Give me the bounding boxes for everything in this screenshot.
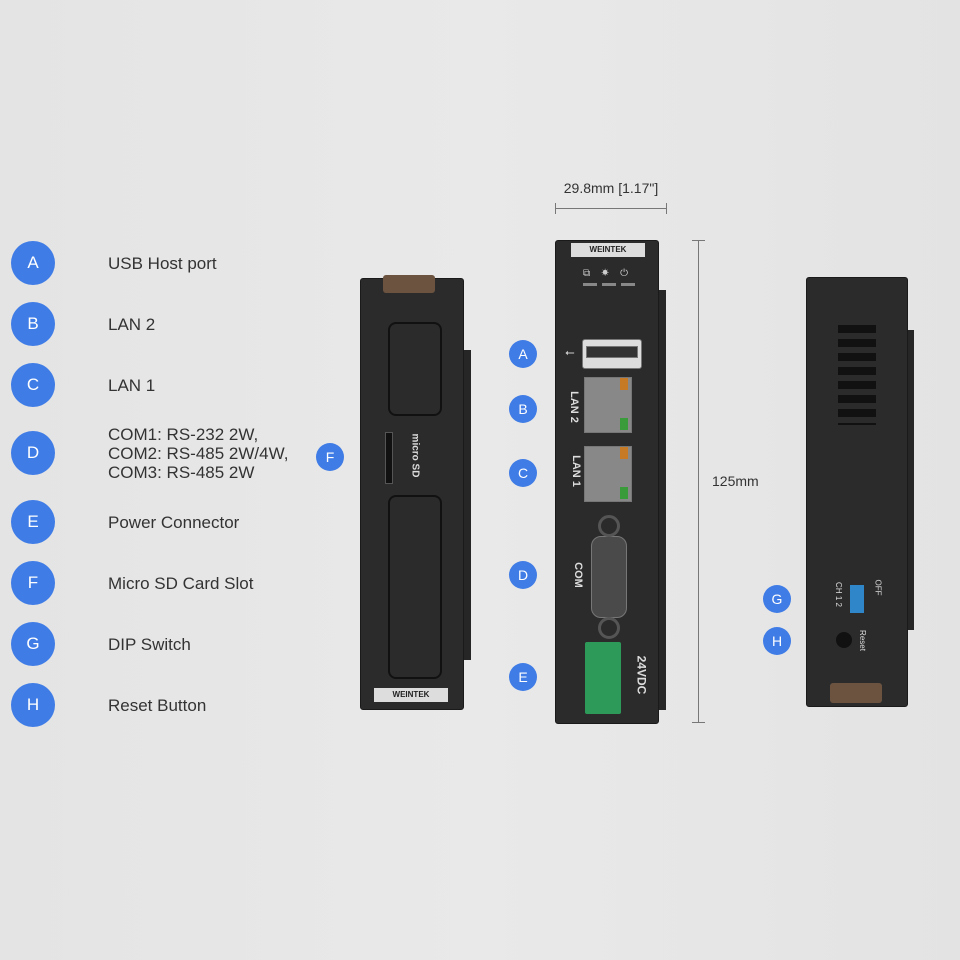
marker-a: A — [11, 241, 55, 285]
led — [620, 418, 628, 430]
led — [620, 447, 628, 459]
marker-c: C — [509, 459, 537, 487]
usb-icon: ⭠ — [565, 345, 575, 359]
led — [620, 487, 628, 499]
marker-e: E — [11, 500, 55, 544]
status-leds — [583, 283, 635, 286]
vent — [388, 322, 442, 416]
screw — [598, 515, 620, 537]
marker-g: G — [763, 585, 791, 613]
power-terminal[interactable] — [585, 642, 621, 714]
marker-a: A — [509, 340, 537, 368]
brand-logo: WEINTEK — [374, 688, 448, 702]
legend-power: Power Connector — [108, 513, 240, 532]
legend-usb-host-port: USB Host port — [108, 254, 217, 273]
legend-sd: Micro SD Card Slot — [108, 574, 254, 593]
sd-label: micro SD — [409, 433, 421, 478]
marker-c: C — [11, 363, 55, 407]
tick — [666, 203, 667, 214]
led — [620, 378, 628, 390]
lan1-label: LAN 1 — [569, 455, 582, 487]
dip-off-label: OFF — [873, 579, 883, 596]
width-dimension: 29.8mm [1.17"] — [563, 180, 659, 196]
connector-tab — [383, 275, 435, 293]
marker-b: B — [11, 302, 55, 346]
connector-tab — [830, 683, 882, 703]
legend-lan2: LAN 2 — [108, 315, 156, 334]
marker-d: D — [11, 431, 55, 475]
brand-logo: WEINTEK — [571, 243, 645, 257]
tick — [692, 240, 705, 241]
status-led-icons: ⧉☀⏻ — [583, 268, 640, 279]
marker-f: F — [316, 443, 344, 471]
device-body — [360, 278, 464, 710]
reset-label: Reset — [857, 630, 867, 651]
marker-h: H — [11, 683, 55, 727]
legend-lan1: LAN 1 — [108, 376, 156, 395]
marker-b: B — [509, 395, 537, 423]
sd-slot[interactable] — [385, 432, 393, 484]
marker-f: F — [11, 561, 55, 605]
height-dimension: 125mm — [712, 473, 759, 489]
marker-h: H — [763, 627, 791, 655]
legend-dip: DIP Switch — [108, 635, 191, 654]
dip-channel-label: CH 1 2 — [833, 582, 843, 607]
tick — [555, 203, 556, 214]
marker-d: D — [509, 561, 537, 589]
screw — [598, 617, 620, 639]
usb-port-inner — [586, 346, 638, 358]
height-line — [698, 240, 699, 722]
dip-switch[interactable] — [850, 585, 864, 613]
com-label: COM — [571, 562, 584, 588]
legend-com: COM1: RS-232 2W, COM2: RS-485 2W/4W, COM… — [108, 425, 289, 482]
legend-reset: Reset Button — [108, 696, 207, 715]
reset-button[interactable] — [836, 632, 852, 648]
marker-g: G — [11, 622, 55, 666]
vent — [388, 495, 442, 679]
power-label: 24VDC — [634, 655, 649, 695]
lan2-label: LAN 2 — [567, 391, 580, 423]
com-port[interactable] — [591, 536, 627, 618]
tick — [692, 722, 705, 723]
vent — [838, 325, 876, 425]
marker-e: E — [509, 663, 537, 691]
width-line — [555, 208, 667, 209]
